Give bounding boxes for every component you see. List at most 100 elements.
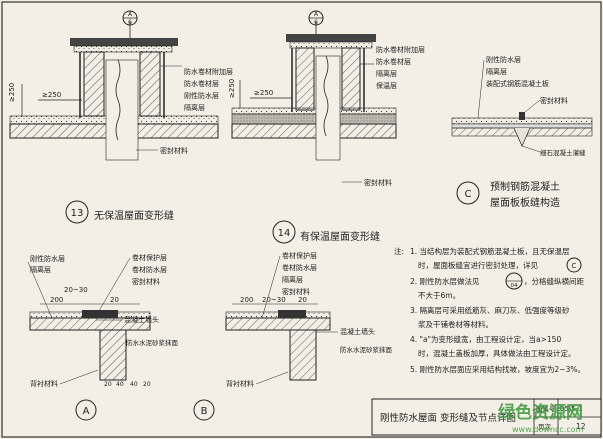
membrane-strip (82, 310, 118, 318)
separation-layer (451, 123, 593, 129)
right-upstand (139, 51, 161, 117)
dim-250-vertical: ≥250 (8, 83, 16, 102)
label-1: 刚性防水层 (486, 55, 521, 64)
detail-13: A 6 ≥250 ≥250 防水卷材附加层 防水卷材层 刚性防水层 隔离层 密封… (8, 10, 233, 224)
grout-leader (521, 145, 541, 153)
note-line-2: 时，屋面板缝宜进行密封处理，详见 (418, 260, 538, 270)
seal-label: 背衬材料 (30, 379, 58, 388)
membrane-strip (278, 310, 306, 318)
detail-letter: C (465, 189, 472, 200)
note-line-3: 2. 刚性防水层做法见 (410, 276, 480, 286)
detail-title-line2: 屋面板板缝构造 (490, 196, 560, 209)
dim-bottom-2: 40 (116, 381, 124, 388)
cover-cap (286, 34, 376, 42)
detail-letter: A (83, 406, 90, 417)
label-mid-2: 防水水泥砂浆抹面 (340, 345, 393, 354)
label-mid-1: 混凝土墙头 (124, 315, 159, 324)
detail-a: 刚性防水层 隔离层 卷材保护层 卷材防水层 密封材料 20~30 200 20 … (27, 253, 179, 421)
atlas-label: 图集号 (536, 404, 556, 413)
ref-04-bottom: 04 (511, 283, 518, 289)
dim-250-horizontal: ≥250 (42, 91, 61, 99)
grout-label: 细石混凝土灌缝 (540, 148, 586, 157)
leader-left (27, 261, 53, 319)
seal-leader (255, 371, 289, 385)
insulation-layer (231, 113, 397, 125)
seal-label: 密封材料 (364, 178, 392, 187)
label-2: 隔离层 (486, 67, 507, 76)
label-left-2: 隔离层 (30, 265, 51, 274)
label-1: 防水卷材附加层 (376, 45, 425, 54)
dim-top-2: 200 (50, 296, 63, 304)
leader-line (477, 59, 485, 119)
detail-number-circle (272, 220, 296, 244)
left-upstand (83, 51, 105, 117)
watermark: 绿色资源网 www.downcc.com (498, 402, 584, 434)
title-block: 刚性防水屋面 变形缝及节点详图 图集号 05J5-1 页次 12 (371, 398, 602, 436)
dim-top-2: 20~30 (262, 296, 286, 304)
rigid-layer (231, 107, 397, 115)
watermark-url: www.downcc.com (512, 425, 584, 434)
callout-sheet-ref: 6 (128, 19, 132, 26)
ref-c-circle (566, 257, 582, 273)
detail-title: 有保温屋面变形缝 (300, 230, 380, 243)
ref-c: C (572, 262, 577, 270)
detail-number: 14 (278, 228, 291, 239)
left-upstand (295, 47, 315, 111)
note-line-1: 1. 当结构层为装配式钢筋混凝土板，且无保温层 (410, 246, 570, 256)
label-4: 隔离层 (184, 103, 205, 112)
joint-gap (105, 59, 139, 161)
note-line-9: 5. 刚性防水层面应采用结构找坡，坡度宜为2~3%。 (410, 364, 585, 374)
grout-joint (513, 127, 531, 147)
detail-b: 卷材保护层 卷材防水层 隔离层 密封材料 200 20~30 20 混凝土墙头 … (193, 251, 393, 421)
label-mid-2: 防水水泥砂浆抹面 (126, 338, 179, 347)
label-top-2: 卷材防水层 (282, 263, 317, 272)
structure-slab (231, 123, 397, 139)
callout-letter: A (314, 11, 319, 18)
sealant (519, 112, 525, 120)
dim-250-vertical: ≥250 (228, 79, 236, 98)
concrete-wall (99, 329, 127, 381)
label-2: 防水卷材层 (376, 57, 411, 66)
concrete-wall (289, 329, 317, 381)
label-right-2: 卷材防水层 (132, 265, 167, 274)
label-2: 防水卷材层 (184, 79, 219, 88)
right-upstand (341, 47, 361, 111)
note-line-7: 4. "a"为变形缝宽，由工程设计定，当a>150 (410, 334, 561, 344)
dim-top-1: 20~30 (64, 286, 88, 294)
detail-letter: B (201, 406, 208, 417)
dim-top-3: 20 (110, 296, 119, 304)
dim-250-horizontal: ≥250 (254, 89, 273, 97)
detail-c: 刚性防水层 隔离层 装配式钢筋混凝土板 密封材料 细石混凝土灌缝 C 预制钢筋混… (451, 55, 593, 209)
detail-title: 无保温屋面变形缝 (94, 209, 174, 222)
detail-number-circle (65, 200, 89, 224)
label-right-1: 卷材保护层 (132, 253, 167, 262)
detail-letter-circle (75, 399, 97, 421)
note-line-8: 时，混凝土盖板加厚，具体做法由工程设计定。 (418, 348, 576, 358)
note-line-5: 3. 隔离层可采用纸筋灰、麻刀灰、低强度等级砂 (410, 305, 570, 315)
label-right-3: 密封材料 (132, 277, 160, 286)
detail-title-line1: 预制钢筋混凝土 (490, 180, 560, 193)
note-line-4: 不大于6m。 (418, 290, 460, 300)
label-mid-1: 混凝土墙头 (340, 327, 375, 336)
dim-bottom-4: 20 (143, 381, 151, 388)
detail-14: A 6 ≥250 ≥250 防水卷材附加层 防水卷材层 隔离层 保温层 密封材料… (228, 10, 425, 244)
dim-bottom-3: 40 (130, 381, 138, 388)
seal-label: 密封材料 (540, 96, 568, 105)
notes: 注: 1. 当结构层为装配式钢筋混凝土板，且无保温层 时，屋面板缝宜进行密封处理… (394, 246, 585, 374)
seal-label: 背衬材料 (226, 379, 254, 388)
seal-leader (524, 99, 541, 113)
note-line-6: 浆及干铺卷材等材料。 (418, 319, 493, 329)
note-line-3b: ，分格缝纵横间距 (524, 276, 584, 286)
label-4: 保温层 (376, 81, 397, 90)
dim-top-1: 200 (240, 296, 253, 304)
page-number: 12 (576, 422, 586, 431)
dim-bottom-1: 20 (104, 381, 112, 388)
label-left-1: 刚性防水层 (30, 254, 65, 263)
watermark-text: 绿色资源网 (498, 402, 583, 423)
detail-letter-circle (193, 399, 215, 421)
cap-slab (289, 41, 373, 49)
seal-leader (59, 369, 99, 385)
cover-cap (70, 38, 178, 46)
